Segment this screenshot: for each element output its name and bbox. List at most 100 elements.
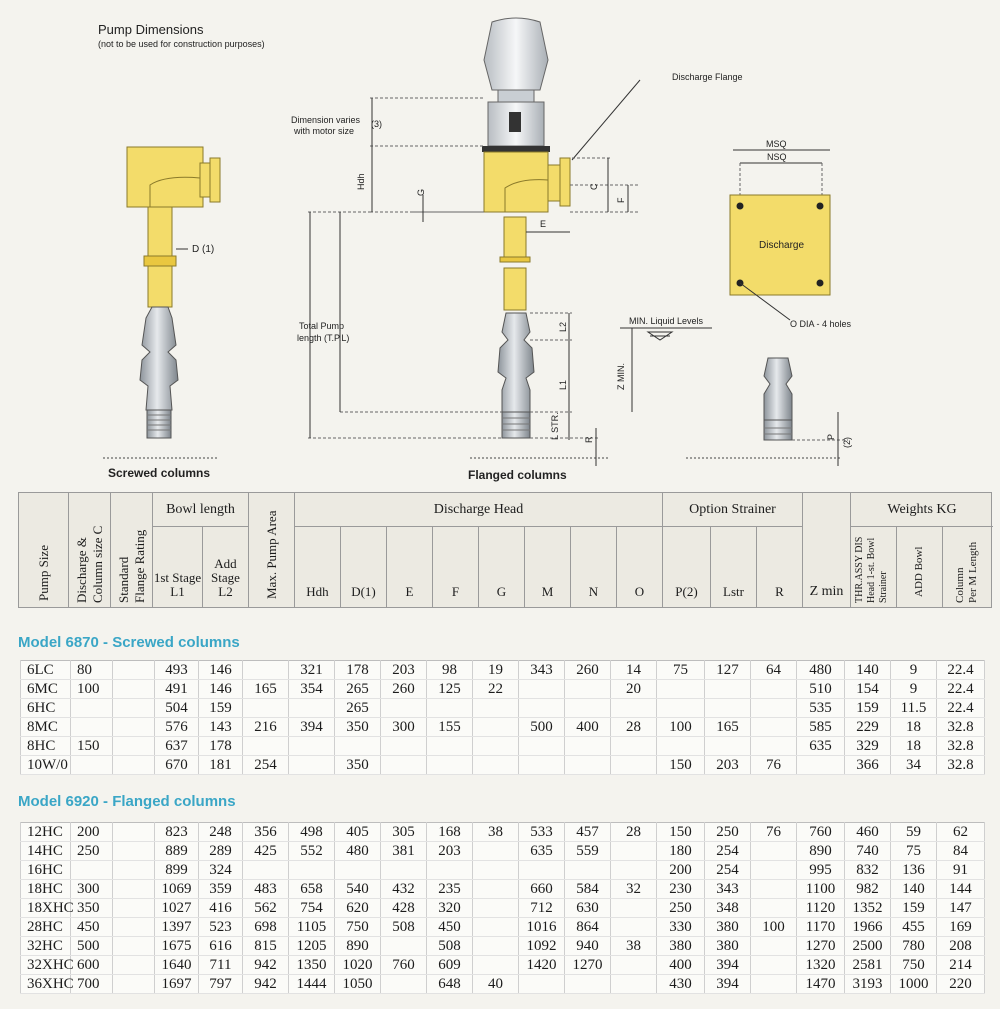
table-cell [472,936,519,956]
table-cell: 38 [610,936,657,956]
table-cell: 64 [750,660,797,680]
table-cell [242,698,289,718]
table-cell: 832 [844,860,891,880]
header-option-strainer: Option Strainer [689,501,776,517]
table-cell [518,974,565,994]
table-cell: 432 [380,879,427,899]
table-cell: 125 [426,679,473,699]
table-cell: 254 [704,860,751,880]
table-cell: 178 [334,660,381,680]
table-cell: 533 [518,822,565,842]
header-zmin: Z min [809,584,844,599]
table-cell [112,755,155,775]
table-cell: 38 [472,822,519,842]
table-cell [750,679,797,699]
table-cell: 254 [704,841,751,861]
table-cell [518,755,565,775]
table-cell [112,660,155,680]
header-discharge-2: Column size C [90,525,105,603]
table-cell: 75 [890,841,937,861]
table-cell: 343 [518,660,565,680]
table-cell: 354 [288,679,335,699]
col-discharge-size: Discharge & Column size C [69,493,111,607]
table-cell: 491 [154,679,199,699]
table-cell [70,717,113,737]
pump-size-cell: 6LC [20,660,71,680]
table-cell: 180 [656,841,705,861]
col-bowl-length: Bowl length [153,493,249,527]
table-cell [750,860,797,880]
table-cell: 321 [288,660,335,680]
table-cell: 203 [380,660,427,680]
label-discharge: Discharge [759,240,804,251]
label-min-liquid: MIN. Liquid Levels [629,316,704,326]
table-cell: 380 [704,936,751,956]
table-cell: 168 [426,822,473,842]
header-w2: ADD Bowl [913,546,925,597]
table-cell: 540 [334,879,381,899]
table-cell [112,879,155,899]
label-g: G [416,189,426,196]
table-cell: 19 [472,660,519,680]
table-cell: 637 [154,736,199,756]
header-max-pump-area: Max. Pump Area [264,510,279,599]
label-total-1: Total Pump [299,321,344,331]
table-cell [518,860,565,880]
col-max-pump-area: Max. Pump Area [249,493,295,607]
table-cell: 394 [704,974,751,994]
table-cell: 220 [936,974,985,994]
table-cell: 159 [198,698,243,718]
label-total-2: length (T.P.L) [297,333,349,343]
table-cell [472,879,519,899]
col-first-stage: 1st Stage L1 [153,527,203,607]
table-cell [380,736,427,756]
caption-flanged: Flanged columns [468,468,567,482]
table-cell: 942 [242,955,289,975]
col-pump-size: Pump Size [19,493,69,607]
table-cell: 823 [154,822,199,842]
label-dim-varies-2: with motor size [293,126,354,136]
table-cell: 711 [198,955,243,975]
table-cell: 1069 [154,879,199,899]
table-cell [704,736,751,756]
table-cell: 428 [380,898,427,918]
table-cell: 504 [154,698,199,718]
table-cell [112,936,155,956]
col-option-strainer: Option Strainer [663,493,803,527]
pump-size-cell: 36XHC [20,974,74,994]
pump-size-cell: 6HC [20,698,71,718]
table-cell [112,736,155,756]
header-w1-1: THR.ASSY DIS [854,536,865,603]
table-cell: 143 [198,717,243,737]
pump-dimensions-diagram: Pump Dimensions (not to be used for cons… [98,17,852,482]
table-cell [564,736,611,756]
pump-size-cell: 18HC [20,879,71,899]
table-cell: 140 [844,660,891,680]
table-cell: 630 [564,898,611,918]
table-cell: 14 [610,660,657,680]
table-cell [704,698,751,718]
label-r: R [584,436,594,443]
caption-screwed: Screwed columns [108,466,210,480]
table-cell: 169 [936,917,985,937]
table-cell: 356 [242,822,289,842]
header-dh-label: D(1) [351,584,376,599]
table-cell: 260 [564,660,611,680]
table-cell: 460 [844,822,891,842]
table-cell: 416 [198,898,243,918]
table-cell [112,717,155,737]
table-cell: 760 [796,822,845,842]
table-cell: 2581 [844,955,891,975]
table-cell [112,955,155,975]
table-cell: 562 [242,898,289,918]
table-cell: 750 [890,955,937,975]
table-cell: 1675 [154,936,199,956]
table-cell [610,860,657,880]
pump-size-cell: 8HC [20,736,71,756]
table-cell: 265 [334,679,381,699]
table-cell: 498 [288,822,335,842]
